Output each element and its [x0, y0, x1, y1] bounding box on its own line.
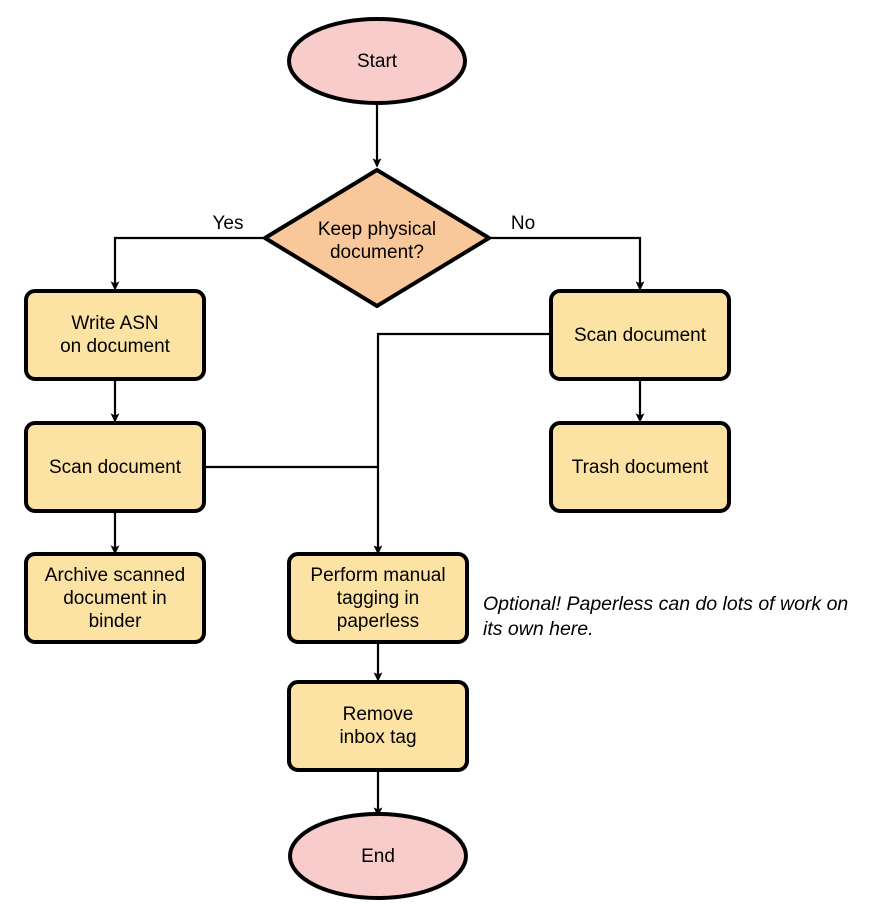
edge-scan-right-to-tagging — [373, 332, 551, 555]
end-label: End — [361, 846, 395, 867]
tagging-label-line2: tagging in — [337, 588, 419, 609]
write-asn-box — [24, 289, 206, 381]
archive-label-line3: binder — [89, 611, 142, 632]
scan-document-left-box — [24, 421, 206, 513]
decision-diamond — [263, 168, 491, 308]
trash-document-label: Trash document — [572, 457, 709, 478]
tagging-label-line1: Perform manual — [310, 565, 445, 586]
node-decision-keep-physical-document[interactable]: Keep physical document? — [263, 168, 491, 308]
scan-document-left-label: Scan document — [49, 457, 182, 478]
write-asn-label-line2: on document — [60, 336, 171, 357]
node-archive-scanned-document[interactable]: Archive scanned document in binder — [24, 552, 206, 644]
start-label: Start — [357, 51, 398, 72]
archive-label-line1: Archive scanned — [45, 565, 185, 586]
edge-decision-no-to-scan-right — [490, 236, 645, 291]
node-write-asn-on-document[interactable]: Write ASN on document — [24, 289, 206, 381]
optional-note-line1: Optional! Paperless can do lots of work … — [483, 593, 848, 615]
archive-box — [24, 552, 206, 644]
edge-label-yes: Yes — [213, 213, 244, 234]
trash-document-box — [549, 421, 731, 513]
decision-label-line1: Keep physical — [318, 219, 436, 240]
optional-note-line2: its own here. — [483, 618, 594, 640]
tagging-label-line3: paperless — [337, 611, 419, 632]
write-asn-label-line1: Write ASN — [71, 313, 158, 334]
scan-document-right-label: Scan document — [574, 325, 707, 346]
remove-inbox-tag-label-line1: Remove — [343, 704, 414, 725]
start-ellipse — [287, 17, 467, 105]
archive-label-line2: document in — [63, 588, 167, 609]
remove-inbox-tag-box — [287, 680, 469, 772]
edge-decision-yes-to-write-asn — [110, 236, 265, 291]
node-end[interactable]: End — [288, 812, 468, 900]
node-trash-document[interactable]: Trash document — [549, 421, 731, 513]
scan-document-right-box — [549, 289, 731, 381]
optional-note: Optional! Paperless can do lots of work … — [483, 593, 848, 640]
end-ellipse — [288, 812, 468, 900]
decision-label-line2: document? — [330, 242, 424, 263]
node-scan-document-right[interactable]: Scan document — [549, 289, 731, 381]
tagging-box — [287, 552, 469, 644]
node-start[interactable]: Start — [287, 17, 467, 105]
node-perform-manual-tagging[interactable]: Perform manual tagging in paperless — [287, 552, 469, 644]
node-remove-inbox-tag[interactable]: Remove inbox tag — [287, 680, 469, 772]
node-scan-document-left[interactable]: Scan document — [24, 421, 206, 513]
edge-label-no: No — [511, 213, 535, 234]
remove-inbox-tag-label-line2: inbox tag — [339, 727, 416, 748]
edges-group — [110, 104, 645, 817]
